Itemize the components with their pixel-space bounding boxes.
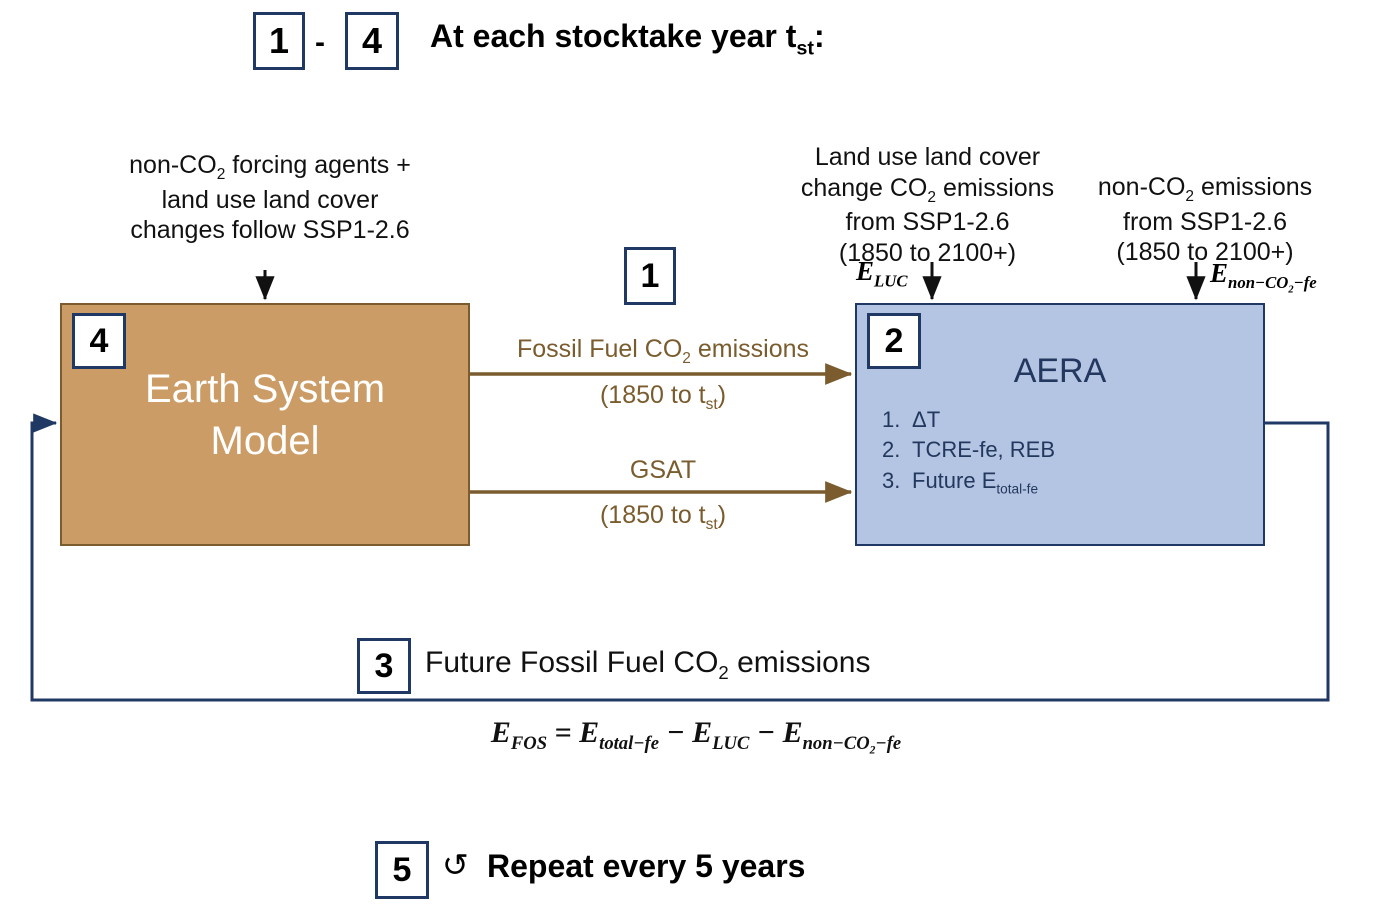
caption-luc-line2-b: emissions <box>936 173 1055 202</box>
label-e-luc-base: E <box>856 256 875 286</box>
label-e-luc-sub: LUC <box>874 271 908 291</box>
formula-t3-sub: non−CO2−fe <box>802 733 902 757</box>
earth-system-model-title: Earth System Model <box>62 363 468 467</box>
label-e-luc: ELUC <box>856 256 908 291</box>
aera-step-list: 1. ΔT 2. TCRE-fe, REB 3. Future Etotal-f… <box>882 405 1055 499</box>
formula-t3-sub-a: non−CO <box>802 733 870 754</box>
feedback-label-b: emissions <box>728 646 871 679</box>
caption-forcing-agents: non-CO2 forcing agents + land use land c… <box>85 150 455 246</box>
earth-system-model-box[interactable]: Earth System Model <box>60 303 470 546</box>
aera-item-0-num: 1. <box>882 407 901 432</box>
caption-forcing-line1-a: non-CO <box>129 151 217 179</box>
label-e-nonco2-sub-fe: −fe <box>1293 273 1317 293</box>
formula-t2-sub: LUC <box>712 733 750 754</box>
aera-list-item: 2. TCRE-fe, REB <box>882 435 1055 465</box>
formula-t3-sub-2: 2 <box>869 744 876 757</box>
label-e-nonco2-sub-dash: − <box>1255 273 1266 293</box>
caption-luc-line-3: from SSP1-2.6 <box>845 208 1010 237</box>
emissions-formula: EFOS = Etotal−fe − ELUC − Enon−CO2−fe <box>0 716 1392 757</box>
page-title-subscript: st <box>796 37 815 60</box>
feedback-label-sub: 2 <box>718 662 729 683</box>
step-badge-1: 1 <box>624 247 676 305</box>
aera-item-1-label: TCRE-fe, REB <box>912 437 1056 463</box>
feedback-label: Future Fossil Fuel CO2 emissions <box>425 646 870 684</box>
aera-title: AERA <box>1013 352 1107 390</box>
aera-item-2-num: 3. <box>882 467 901 493</box>
formula-op2: − <box>749 716 783 749</box>
formula-t3-base: E <box>782 716 803 749</box>
caption-forcing-line1-sub: 2 <box>216 166 226 183</box>
formula-t1-sub: total−fe <box>599 733 659 754</box>
caption-luc-line-4: (1850 to 2100+) <box>838 238 1017 267</box>
aera-list-item: 3. Future Etotal-fe <box>882 466 1055 499</box>
aera-box[interactable]: AERA 1. ΔT 2. TCRE-fe, REB 3. Future Eto… <box>855 303 1265 546</box>
arrow-label-ff-sub: 2 <box>682 350 691 367</box>
aera-list-item: 1. ΔT <box>882 405 1055 435</box>
caption-nonco2-emissions: non-CO2 emissions from SSP1-2.6 (1850 to… <box>1085 172 1325 268</box>
arrow-label-gsat-range: (1850 to tst) <box>473 500 853 535</box>
label-e-nonco2-base: E <box>1210 258 1229 288</box>
caption-nonco2-line1-b: emissions <box>1194 173 1313 201</box>
esm-title-line-1: Earth System <box>144 367 386 411</box>
caption-forcing-line-1: non-CO2 forcing agents + <box>85 150 455 185</box>
aera-item-0-label: ΔT <box>912 407 941 432</box>
formula-t2-base: E <box>692 716 713 749</box>
caption-nonco2-line-2: from SSP1-2.6 <box>1123 207 1287 236</box>
arrow-label-gsat-range-a: (1850 to t <box>599 501 706 529</box>
page-title-main: At each stocktake year t <box>430 18 797 54</box>
arrow-label-ff-range-sub: st <box>705 396 718 413</box>
caption-luc-emissions: Land use land cover change CO2 emissions… <box>795 142 1060 268</box>
feedback-label-a: Future Fossil Fuel CO <box>425 646 719 679</box>
arrow-label-ff-b: emissions <box>690 335 810 363</box>
caption-luc-line2-sub: 2 <box>927 188 936 206</box>
label-e-nonco2-sub: non−CO2−fe <box>1228 273 1317 295</box>
repeat-label: Repeat every 5 years <box>487 848 806 884</box>
label-e-nonco2-sub-non: non <box>1228 273 1255 293</box>
step-badge-3: 3 <box>357 638 411 694</box>
arrow-label-fossil-fuel: Fossil Fuel CO2 emissions <box>473 334 853 369</box>
formula-t3-sub-b: −fe <box>875 733 902 754</box>
page-title-colon: : <box>814 18 825 54</box>
caption-nonco2-line1-sub: 2 <box>1185 188 1195 205</box>
caption-luc-line-2: change CO2 emissions <box>795 173 1060 208</box>
formula-t1-base: E <box>579 716 600 749</box>
esm-title-line-2: Model <box>210 419 320 463</box>
arrow-label-gsat: GSAT <box>629 456 697 484</box>
arrow-label-ff-range-b: ) <box>717 381 727 409</box>
caption-luc-line2-a: change CO <box>800 173 928 202</box>
repeat-loop-icon: ↺ <box>442 847 469 883</box>
label-e-non-co2-fe: Enon−CO2−fe <box>1210 258 1317 296</box>
aera-item-1-num: 2. <box>882 437 901 463</box>
formula-equals: = <box>547 716 580 749</box>
caption-forcing-line-2: land use land cover <box>161 185 379 214</box>
caption-nonco2-line-3: (1850 to 2100+) <box>1116 238 1294 267</box>
arrow-label-gsat-range-b: ) <box>717 501 727 529</box>
caption-nonco2-line1-a: non-CO <box>1097 173 1186 201</box>
aera-item-2-label: Future E <box>912 467 997 493</box>
aera-item-0-text: ΔT <box>912 405 940 435</box>
header-dash: - <box>315 26 325 59</box>
label-e-nonco2-sub-2: 2 <box>1288 284 1294 296</box>
aera-item-2-sub: total-fe <box>996 481 1039 497</box>
arrow-label-ff-range-a: (1850 to t <box>599 381 706 409</box>
caption-forcing-line1-b: forcing agents + <box>225 151 411 179</box>
step-badge-4: 4 <box>72 313 126 369</box>
formula-lhs-base: E <box>490 716 511 749</box>
aera-item-2-text: Future Etotal-fe <box>912 466 1038 499</box>
label-e-nonco2-sub-co: CO <box>1265 273 1289 293</box>
caption-forcing-line-3: changes follow SSP1-2.6 <box>130 216 410 245</box>
step-badge-5: 5 <box>375 841 429 899</box>
header-badge-1: 1 <box>253 12 305 70</box>
arrow-label-fossil-fuel-range: (1850 to tst) <box>473 380 853 415</box>
arrow-label-ff-a: Fossil Fuel CO <box>516 335 683 363</box>
caption-nonco2-line-1: non-CO2 emissions <box>1085 172 1325 207</box>
caption-luc-line-1: Land use land cover <box>814 143 1041 171</box>
page-title: At each stocktake year tst: <box>430 18 825 60</box>
header-badge-4: 4 <box>345 12 399 70</box>
arrow-label-gsat-range-sub: st <box>705 516 718 533</box>
formula-lhs-sub: FOS <box>510 733 548 754</box>
step-badge-2: 2 <box>867 313 921 369</box>
aera-item-1-text: TCRE-fe, REB <box>912 435 1055 465</box>
formula-op1: − <box>658 716 693 749</box>
